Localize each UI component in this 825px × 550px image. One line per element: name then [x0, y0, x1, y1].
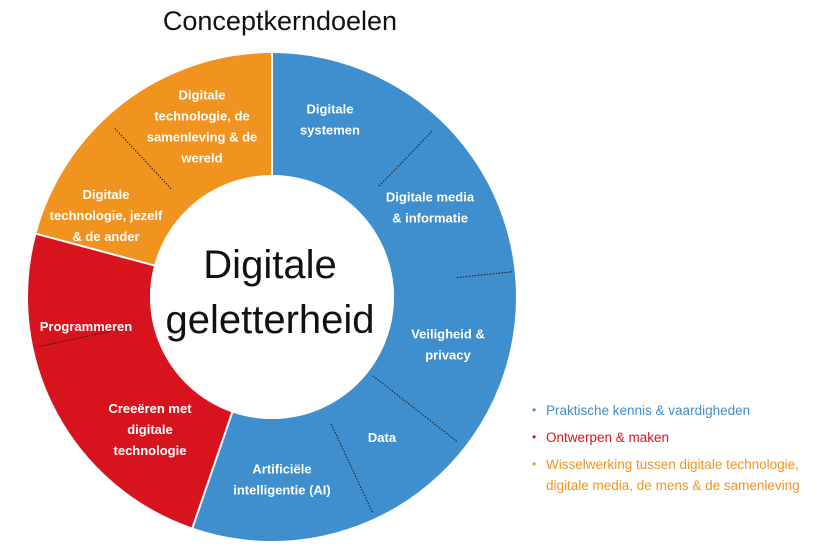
- segment-label-line: technologie, jezelf: [50, 208, 163, 223]
- group-separator: [190, 410, 234, 530]
- segment-divider: [113, 126, 172, 190]
- segment-label-line: Digitale: [179, 88, 226, 103]
- segment-label-programmeren: Programmeren: [40, 319, 133, 334]
- legend-item-red: • Ontwerpen & maken: [532, 427, 822, 448]
- segment-label-line: technologie: [114, 443, 187, 458]
- segment-label-line: Programmeren: [40, 319, 133, 334]
- legend-item-blue: • Praktische kennis & vaardigheden: [532, 400, 822, 421]
- segment-label-line: Digitale media: [386, 190, 475, 205]
- red-group-arc: [27, 233, 233, 528]
- segment-label-line: Digitale: [83, 187, 130, 202]
- legend-bullet-orange: •: [532, 457, 537, 471]
- center-title-line-1: Digitale: [203, 243, 337, 287]
- segment-label-digitale-systemen: Digitale systemen: [300, 102, 360, 138]
- segment-label-line: technologie, de: [154, 109, 249, 124]
- segment-label-line: Digitale: [307, 102, 354, 117]
- segment-label-digitale-media-informatie: Digitale media & informatie: [386, 190, 475, 226]
- legend: • Praktische kennis & vaardigheden • Ont…: [532, 400, 822, 502]
- legend-bullet-red: •: [532, 430, 537, 444]
- segment-divider: [330, 423, 374, 513]
- segment-label-digitale-technologie-samenleving: Digitale technologie, de samenleving & de w…: [147, 88, 258, 166]
- segment-label-line: Data: [368, 430, 397, 445]
- segment-label-line: digitale: [127, 422, 173, 437]
- segment-divider: [372, 375, 459, 443]
- segment-label-line: privacy: [425, 348, 471, 363]
- legend-item-orange: • Wisselwerking tussen digitale technolo…: [532, 454, 822, 496]
- diagram-title: Conceptkerndoelen: [162, 6, 398, 36]
- segment-label-artificiele-intelligentie: Artificiële intelligentie (AI): [233, 462, 331, 498]
- segment-divider: [378, 129, 434, 187]
- blue-group-arc: [192, 53, 516, 541]
- center-title-line-2: geletterheid: [165, 298, 375, 342]
- segment-label-line: samenleving & de: [147, 130, 258, 145]
- segment-label-data: Data: [368, 430, 397, 445]
- segment-label-line: & informatie: [392, 211, 468, 226]
- legend-label-red: Ontwerpen & maken: [546, 430, 670, 445]
- segment-label-line: systemen: [300, 123, 360, 138]
- segment-label-line: Artificiële: [252, 462, 311, 477]
- segment-label-creeeren-met-digitale-technologie: Creeëren met digitale technologie: [108, 401, 192, 458]
- legend-bullet-blue: •: [532, 403, 537, 417]
- segment-label-line: Veiligheid &: [411, 327, 485, 342]
- segment-label-line: & de ander: [72, 229, 139, 244]
- legend-label-orange: Wisselwerking tussen digitale technologi…: [546, 457, 800, 493]
- orange-group-arc: [36, 53, 272, 266]
- legend-label-blue: Praktische kennis & vaardigheden: [546, 403, 751, 418]
- segment-label-line: wereld: [180, 151, 222, 166]
- segment-divider: [456, 271, 513, 279]
- segment-label-veiligheid-privacy: Veiligheid & privacy: [411, 327, 485, 363]
- segment-label-line: Creeëren met: [108, 401, 192, 416]
- segment-label-line: intelligentie (AI): [233, 483, 331, 498]
- center-circle: [150, 175, 394, 419]
- group-separator: [34, 232, 157, 267]
- segment-label-digitale-technologie-jezelf: Digitale technologie, jezelf & de ander: [50, 187, 163, 244]
